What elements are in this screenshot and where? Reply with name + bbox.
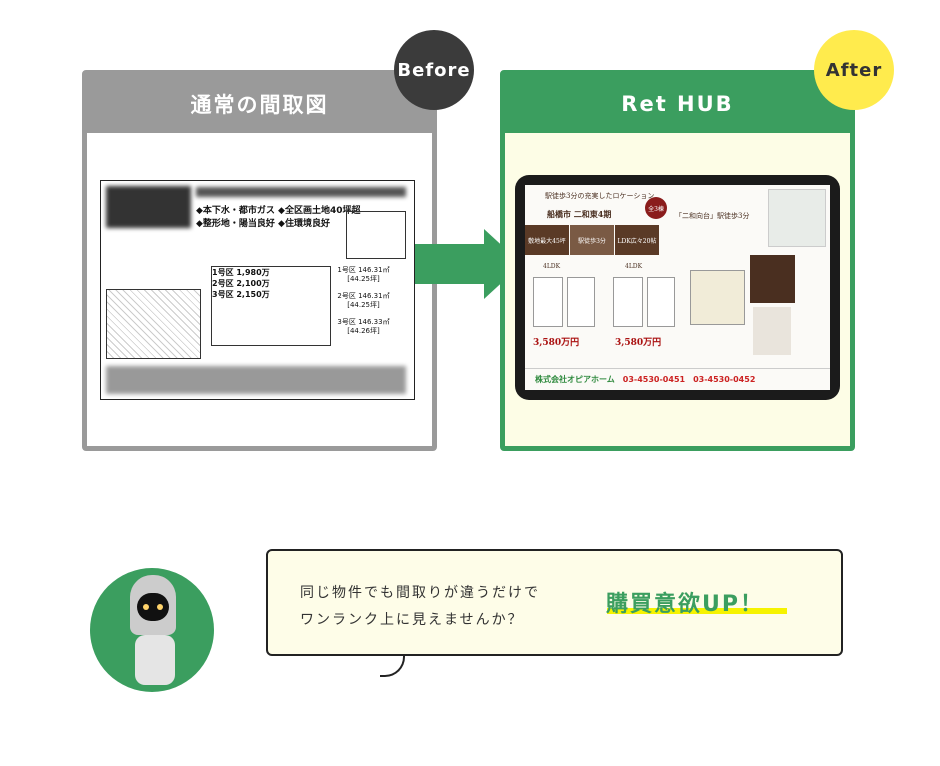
floorplan [613, 277, 643, 327]
flyer-headlines: ◆本下水・都市ガス ◆全区画土地40坪超 ◆整形地・陽当良好 ◆住環境良好 [196, 205, 361, 231]
lot-layout: 1号区 1,980万 2号区 2,100万 3号区 2,150万 [211, 266, 331, 346]
feature-box: 敷地最大45坪 [525, 225, 569, 255]
blurred-footer [106, 366, 406, 394]
flyer-station: 「二和向台」駅徒歩3分 [675, 212, 750, 220]
phone-2: 03-4530-0452 [693, 375, 756, 384]
flyer-catch: 駅徒歩3分の充実したロケーション [545, 192, 655, 200]
speech-bubble-tail [380, 655, 405, 677]
standard-floorplan-flyer: ◆本下水・都市ガス ◆全区画土地40坪超 ◆整形地・陽当良好 ◆住環境良好 1号… [100, 180, 415, 400]
tablet-mockup: 駅徒歩3分の充実したロケーション 船橋市 二和東4期 全3棟 「二和向台」駅徒歩… [515, 175, 840, 400]
flyer-city: 船橋市 二和東4期 [547, 209, 612, 219]
phone-1: 03-4530-0451 [622, 375, 686, 384]
blurred-title [196, 187, 406, 197]
plan-label: 4LDK [543, 263, 561, 270]
before-title: 通常の間取図 [87, 75, 432, 133]
lot-area: 2号区 146.31㎡ [44.25坪] [337, 292, 390, 309]
after-title: Ret HUB [505, 75, 850, 133]
after-badge: After [814, 30, 894, 110]
before-badge: Before [394, 30, 474, 110]
robot-eye [143, 604, 149, 610]
robot-eye [157, 604, 163, 610]
headline-1: ◆本下水・都市ガス ◆全区画土地40坪超 [196, 206, 361, 216]
site-plan [690, 270, 745, 325]
speech-bubble [266, 549, 843, 656]
blurred-logo [106, 186, 191, 228]
units-badge: 全3棟 [645, 197, 667, 219]
robot-face [137, 593, 169, 621]
price: 3,580万円 [615, 338, 662, 348]
plan-label: 4LDK [625, 263, 643, 270]
company-name: 株式会社オピアホーム [535, 375, 615, 384]
arrow-body [415, 244, 485, 284]
flyer-footer: 株式会社オピアホーム 03-4530-0451 03-4530-0452 [525, 368, 830, 390]
feature-box: LDK広々20帖 [615, 225, 659, 255]
floorplan [567, 277, 595, 327]
lot-price: 1号区 1,980万 [212, 268, 270, 277]
lot-price: 3号区 2,150万 [212, 290, 270, 299]
lot-price: 2号区 2,100万 [212, 279, 270, 288]
house-render [753, 307, 791, 355]
robot-torso [135, 635, 175, 685]
highlight-marker [607, 608, 787, 614]
highlight-text: 購買意欲UP！ [606, 592, 764, 617]
enhanced-flyer: 駅徒歩3分の充実したロケーション 船橋市 二和東4期 全3棟 「二和向台」駅徒歩… [525, 185, 830, 390]
message-line-2: ワンランク上に見えませんか？ [300, 612, 524, 628]
floorplan [647, 277, 675, 327]
lot-area: 3号区 146.33㎡ [44.26坪] [337, 318, 390, 335]
price: 3,580万円 [533, 338, 580, 348]
headline-2: ◆整形地・陽当良好 ◆住環境良好 [196, 219, 330, 229]
bubble-message: 同じ物件でも間取りが違うだけで ワンランク上に見えませんか？ [300, 580, 540, 634]
floorplan-sketch [346, 211, 406, 259]
floorplan [533, 277, 563, 327]
location-map [768, 189, 826, 247]
lot-area: 1号区 146.31㎡ [44.25坪] [337, 266, 390, 283]
lot-areas: 1号区 146.31㎡ [44.25坪] 2号区 146.31㎡ [44.25坪… [336, 266, 391, 336]
message-line-1: 同じ物件でも間取りが違うだけで [300, 585, 540, 601]
feature-box: 駅徒歩3分 [570, 225, 614, 255]
info-panel [750, 255, 795, 303]
area-map [106, 289, 201, 359]
